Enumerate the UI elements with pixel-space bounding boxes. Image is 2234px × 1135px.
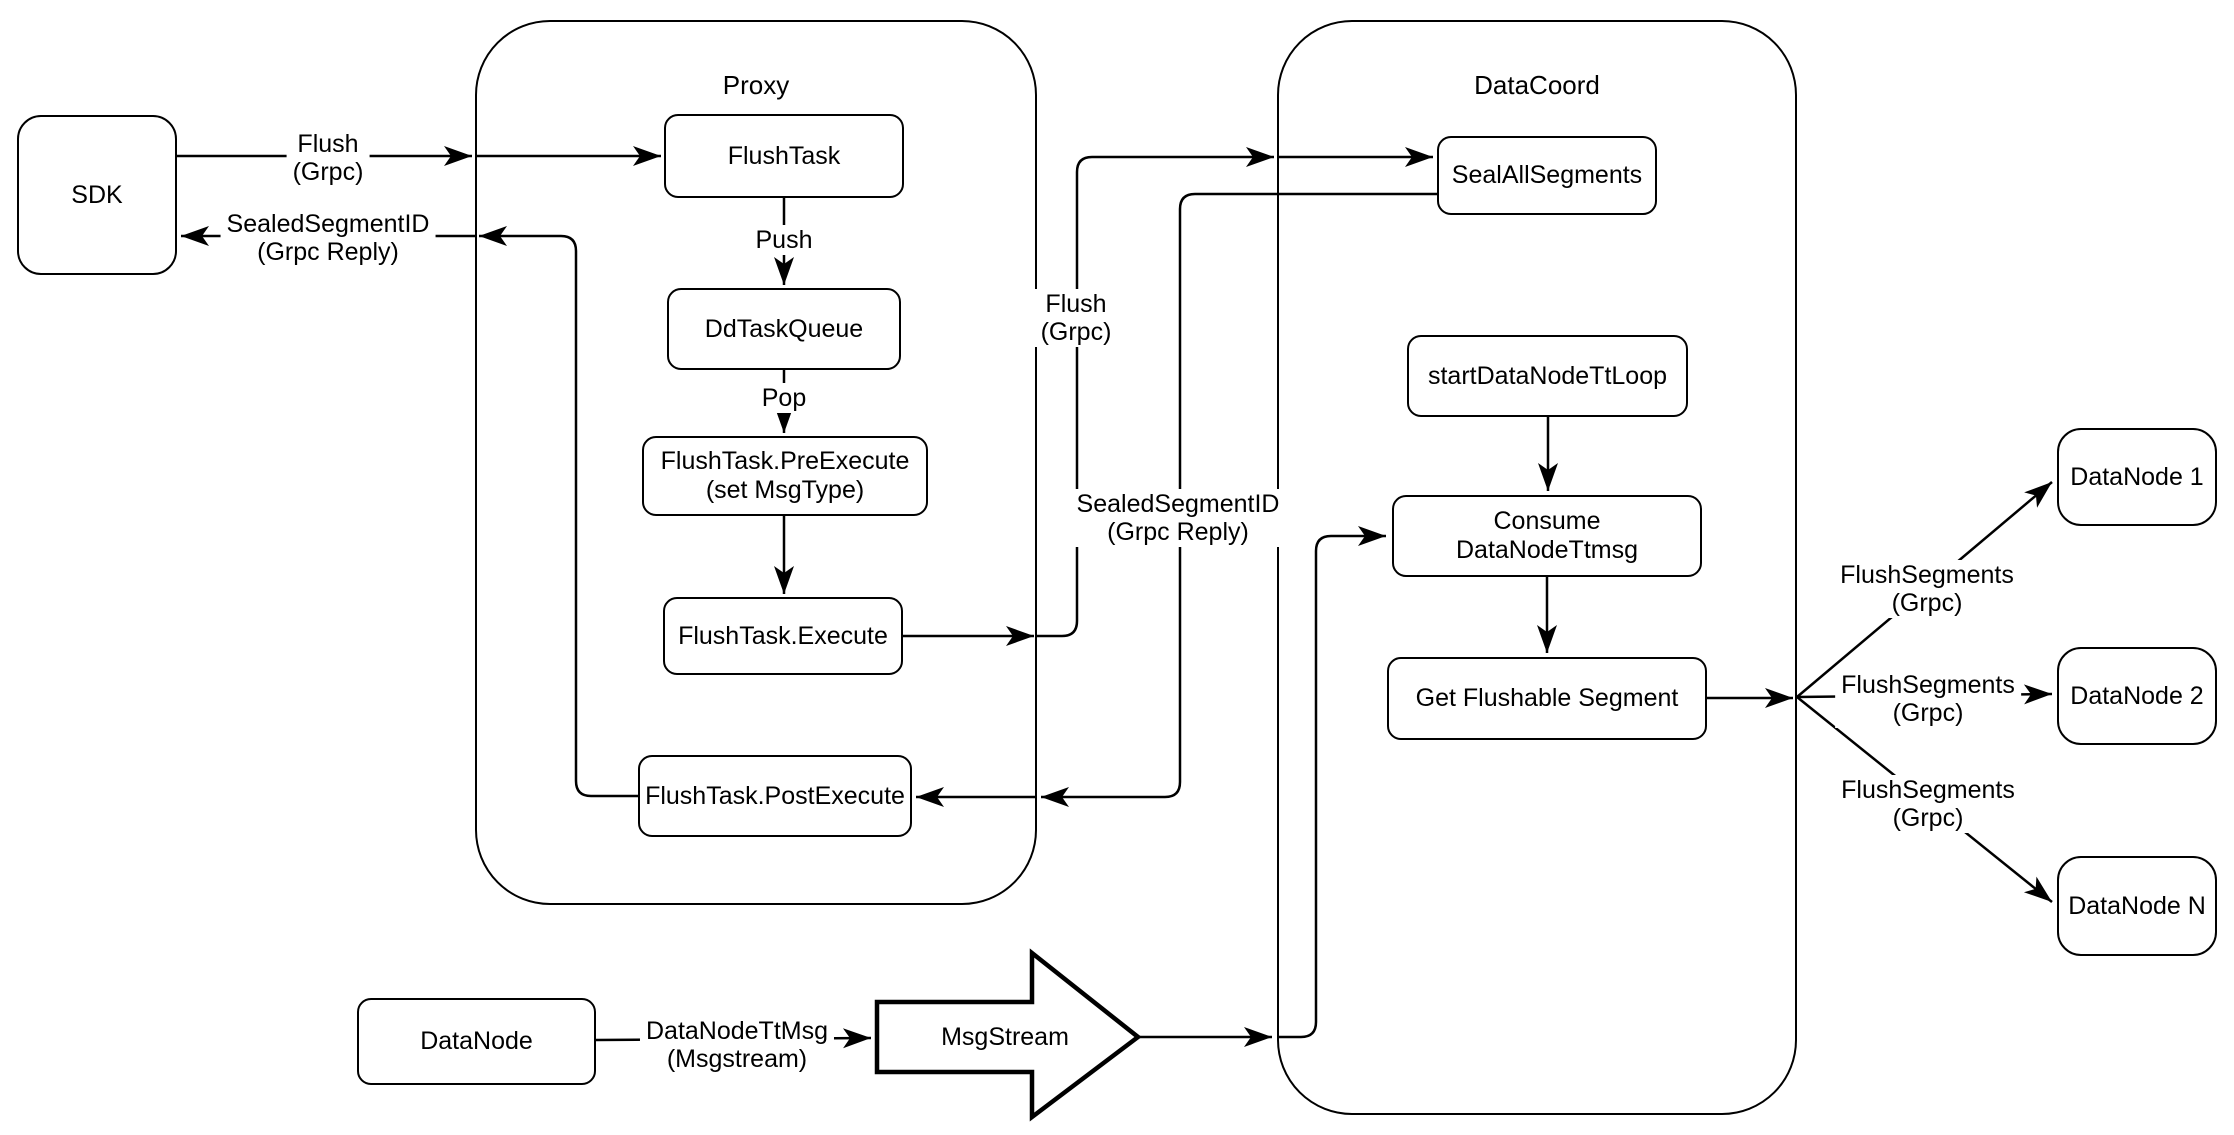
edge-proxy-to-datacoord-flush [1037,147,1274,638]
node-consume-datanodettmsg: Consume DataNodeTtmsg [1392,495,1702,577]
msgstream-block-arrow-shape [874,948,1142,1122]
node-flushtask: FlushTask [664,114,904,198]
node-sealallsegments: SealAllSegments [1437,136,1657,215]
node-datanode-1: DataNode 1 [2057,428,2217,526]
node-flushtask-preexecute: FlushTask.PreExecute (set MsgType) [642,436,928,516]
node-startdatanodettloop: startDataNodeTtLoop [1407,335,1688,417]
edge-label-flush-grpc-left: Flush (Grpc) [286,129,370,187]
node-datanode-bottom: DataNode [357,998,596,1085]
edge-label-sealedsegmentid-middle: SealedSegmentID (Grpc Reply) [1070,489,1286,547]
edge-label-pop: Pop [755,383,813,413]
node-flushtask-execute: FlushTask.Execute [663,597,903,675]
edge-datacoord-edge-to-consume [1277,526,1386,1039]
edge-label-flushsegments-3: FlushSegments (Grpc) [1835,775,2021,833]
node-datanode-n: DataNode N [2057,856,2217,956]
edge-label-sealedsegmentid-left: SealedSegmentID (Grpc Reply) [220,209,436,267]
node-datanode-2: DataNode 2 [2057,647,2217,745]
datacoord-container-title: DataCoord [1474,70,1600,100]
edge-label-flushsegments-1: FlushSegments (Grpc) [1834,560,2020,618]
edge-label-datanodettmsg: DataNodeTtMsg (Msgstream) [639,1016,835,1074]
proxy-container: Proxy [475,20,1037,905]
edge-label-push: Push [749,225,819,255]
edge-postexecute-to-proxy-left-edge [479,226,638,798]
node-get-flushable-segment: Get Flushable Segment [1387,657,1707,740]
edge-label-flushsegments-2: FlushSegments (Grpc) [1835,670,2021,728]
msgstream-label: MsgStream [941,1023,1069,1051]
node-flushtask-postexecute: FlushTask.PostExecute [638,755,912,837]
datacoord-container: DataCoord [1277,20,1797,1115]
edge-label-flush-grpc-middle: Flush (Grpc) [1034,289,1118,347]
node-sdk: SDK [17,115,177,275]
node-ddtaskqueue: DdTaskQueue [667,288,901,370]
proxy-container-title: Proxy [722,70,790,100]
